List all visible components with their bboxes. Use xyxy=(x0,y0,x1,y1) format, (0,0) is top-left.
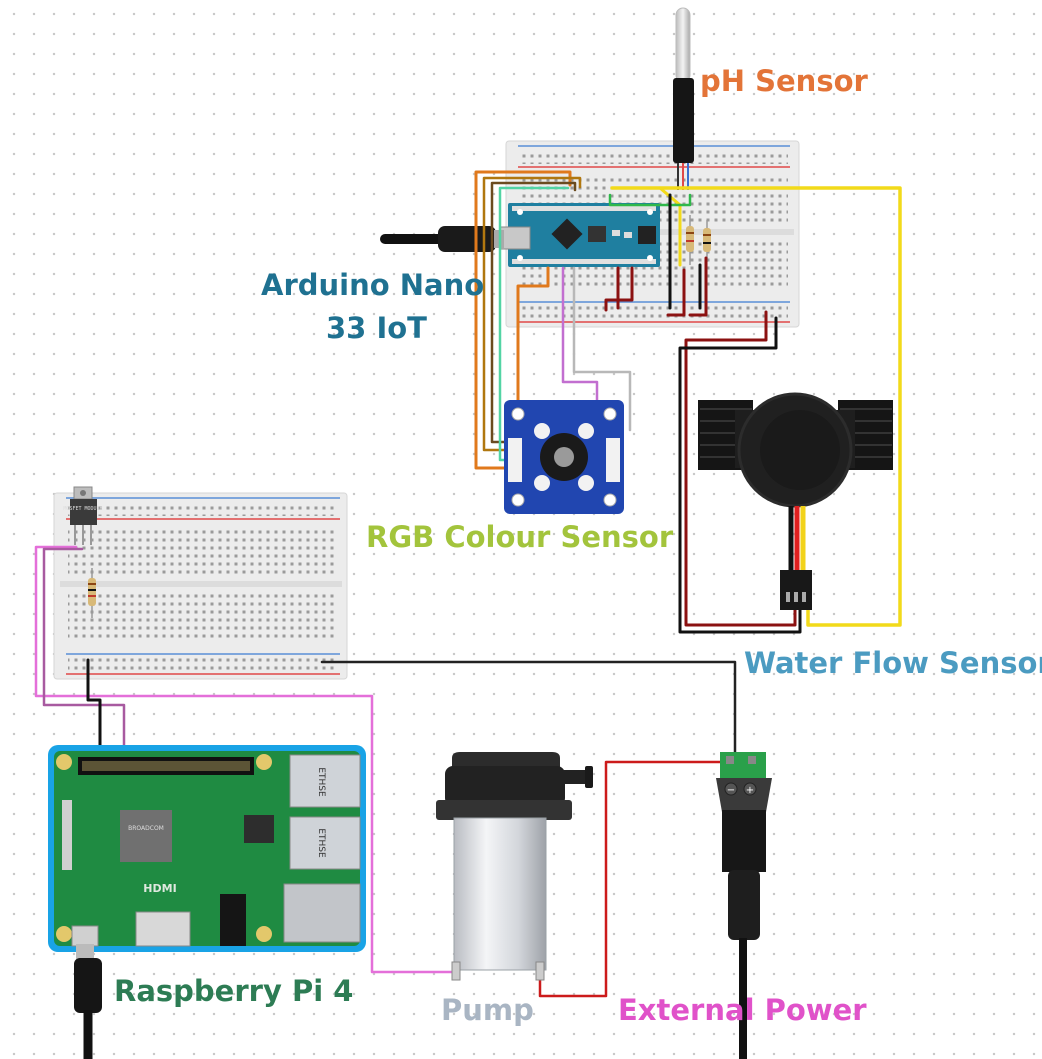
broadcom-text: BROADCOM xyxy=(128,825,164,832)
resistors-top xyxy=(686,215,711,265)
rgb-sensor-label: RGB Colour Sensor xyxy=(366,520,674,554)
wires xyxy=(34,170,902,998)
arduino-label-line1: Arduino Nano xyxy=(261,268,485,302)
raspberry-pi-label: Raspberry Pi 4 xyxy=(114,974,354,1008)
rgb-colour-sensor-board xyxy=(504,400,624,514)
dc-jack: − + xyxy=(716,752,772,1059)
resistor-left xyxy=(88,568,96,618)
pump-label: Pump xyxy=(441,993,534,1027)
dc-plus-label: + xyxy=(746,785,754,796)
hdmi-text: HDMI xyxy=(143,882,176,895)
arduino-nano-board xyxy=(499,203,660,267)
pi-power-cable xyxy=(74,944,102,1059)
arduino-label-line2: 33 IoT xyxy=(326,311,427,345)
ph-sensor-label: pH Sensor xyxy=(700,64,868,98)
pump xyxy=(436,752,593,981)
ethernet-label-1: ETHSE xyxy=(316,767,326,797)
water-flow-sensor xyxy=(698,392,893,610)
mosfet-module: MOSFET MODULE xyxy=(63,486,103,545)
usb-cable xyxy=(380,226,504,252)
ethernet-label-2: ETHSE xyxy=(316,828,326,858)
breadboard-left xyxy=(53,492,348,680)
external-power-label: External Power xyxy=(618,993,867,1027)
ph-probe xyxy=(673,7,694,190)
mosfet-text: MOSFET MODULE xyxy=(63,506,102,512)
dc-minus-label: − xyxy=(727,785,735,796)
water-flow-label: Water Flow Sensor xyxy=(744,646,1042,680)
raspberry-pi-board: BROADCOM ETHSE ETHSE HDMI xyxy=(48,745,366,952)
